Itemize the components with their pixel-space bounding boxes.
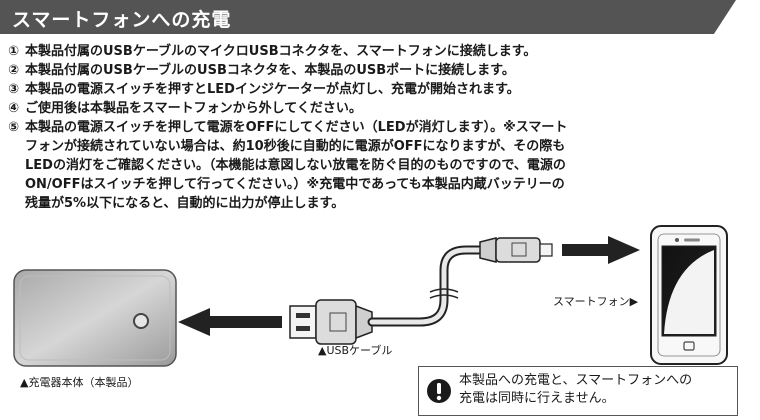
step-text-continued: フォンが接続されていない場合は、約10秒後に自動的に電源がOFFになりますが、そ… (25, 139, 566, 154)
step-3: ③ 本製品の電源スイッチを押すとLEDインジケーターが点灯し、充電が開始されます。 (8, 80, 753, 99)
notice-box: 本製品への充電と、スマートフォンへの 充電は同時に行えません。 (418, 366, 738, 416)
step-text: ご使用後は本製品をスマートフォンから外してください。 (25, 101, 362, 116)
steps-list: ① 本製品付属のUSBケーブルのマイクロUSBコネクタを、スマートフォンに接続しま… (8, 42, 753, 213)
step-2: ② 本製品付属のUSBケーブルのUSBコネクタを、本製品のUSBポートに接続します… (8, 61, 753, 80)
step-number: ② (8, 63, 20, 78)
notice-line: 充電は同時に行えません。 (459, 391, 615, 406)
arrow-left-icon (178, 308, 282, 336)
step-1: ① 本製品付属のUSBケーブルのマイクロUSBコネクタを、スマートフォンに接続しま… (8, 42, 753, 61)
notice-line: 本製品への充電と、スマートフォンへの (459, 373, 693, 388)
charger-caption: ▲充電器本体（本製品） (20, 376, 139, 389)
notice-text: 本製品への充電と、スマートフォンへの 充電は同時に行えません。 (459, 372, 692, 408)
step-text: 本製品の電源スイッチを押すとLEDインジケーターが点灯し、充電が開始されます。 (25, 82, 520, 97)
section-header: スマートフォンへの充電 (0, 0, 736, 34)
power-switch-icon (133, 313, 149, 329)
speaker-icon (684, 238, 700, 242)
usb-a-connector (289, 299, 373, 345)
step-number: ⑤ (8, 120, 20, 135)
step-number: ③ (8, 82, 20, 97)
step-4: ④ ご使用後は本製品をスマートフォンから外してください。 (8, 99, 753, 118)
home-button-icon (683, 341, 695, 351)
camera-icon (675, 238, 679, 242)
exclamation-icon (427, 379, 451, 403)
micro-usb-connector (479, 237, 553, 263)
cable-caption: ▲USBケーブル (318, 344, 393, 357)
step-5: ⑤ 本製品の電源スイッチを押して電源をOFFにしてください（LEDが消灯します）。… (8, 118, 753, 213)
step-text-continued: LEDの消灯をご確認ください。（本機能は意図しない放電を防ぐ目的のものですので、… (25, 158, 566, 173)
charger-body (13, 269, 177, 367)
phone-caption: スマートフォン▶ (553, 295, 639, 308)
step-text: 本製品の電源スイッチを押して電源をOFFにしてください（LEDが消灯します）。※… (25, 120, 568, 135)
step-text-continued: ON/OFFはスイッチを押して行ってください。）※充電中であっても本製品内蔵バッ… (25, 177, 565, 192)
usb-cable (367, 245, 485, 327)
step-text: 本製品付属のUSBケーブルのUSBコネクタを、本製品のUSBポートに接続します。 (25, 63, 515, 78)
arrow-right-icon (562, 236, 640, 264)
step-text: 本製品付属のUSBケーブルのマイクロUSBコネクタを、スマートフォンに接続します… (25, 44, 537, 59)
usb-symbol-icon (511, 242, 527, 257)
step-number: ① (8, 44, 20, 59)
usb-symbol-icon (329, 312, 347, 332)
step-number: ④ (8, 101, 20, 116)
smartphone (650, 225, 728, 365)
step-text-continued: 残量が5%以下になると、自動的に出力が停止します。 (25, 196, 345, 211)
section-title: スマートフォンへの充電 (12, 9, 232, 31)
